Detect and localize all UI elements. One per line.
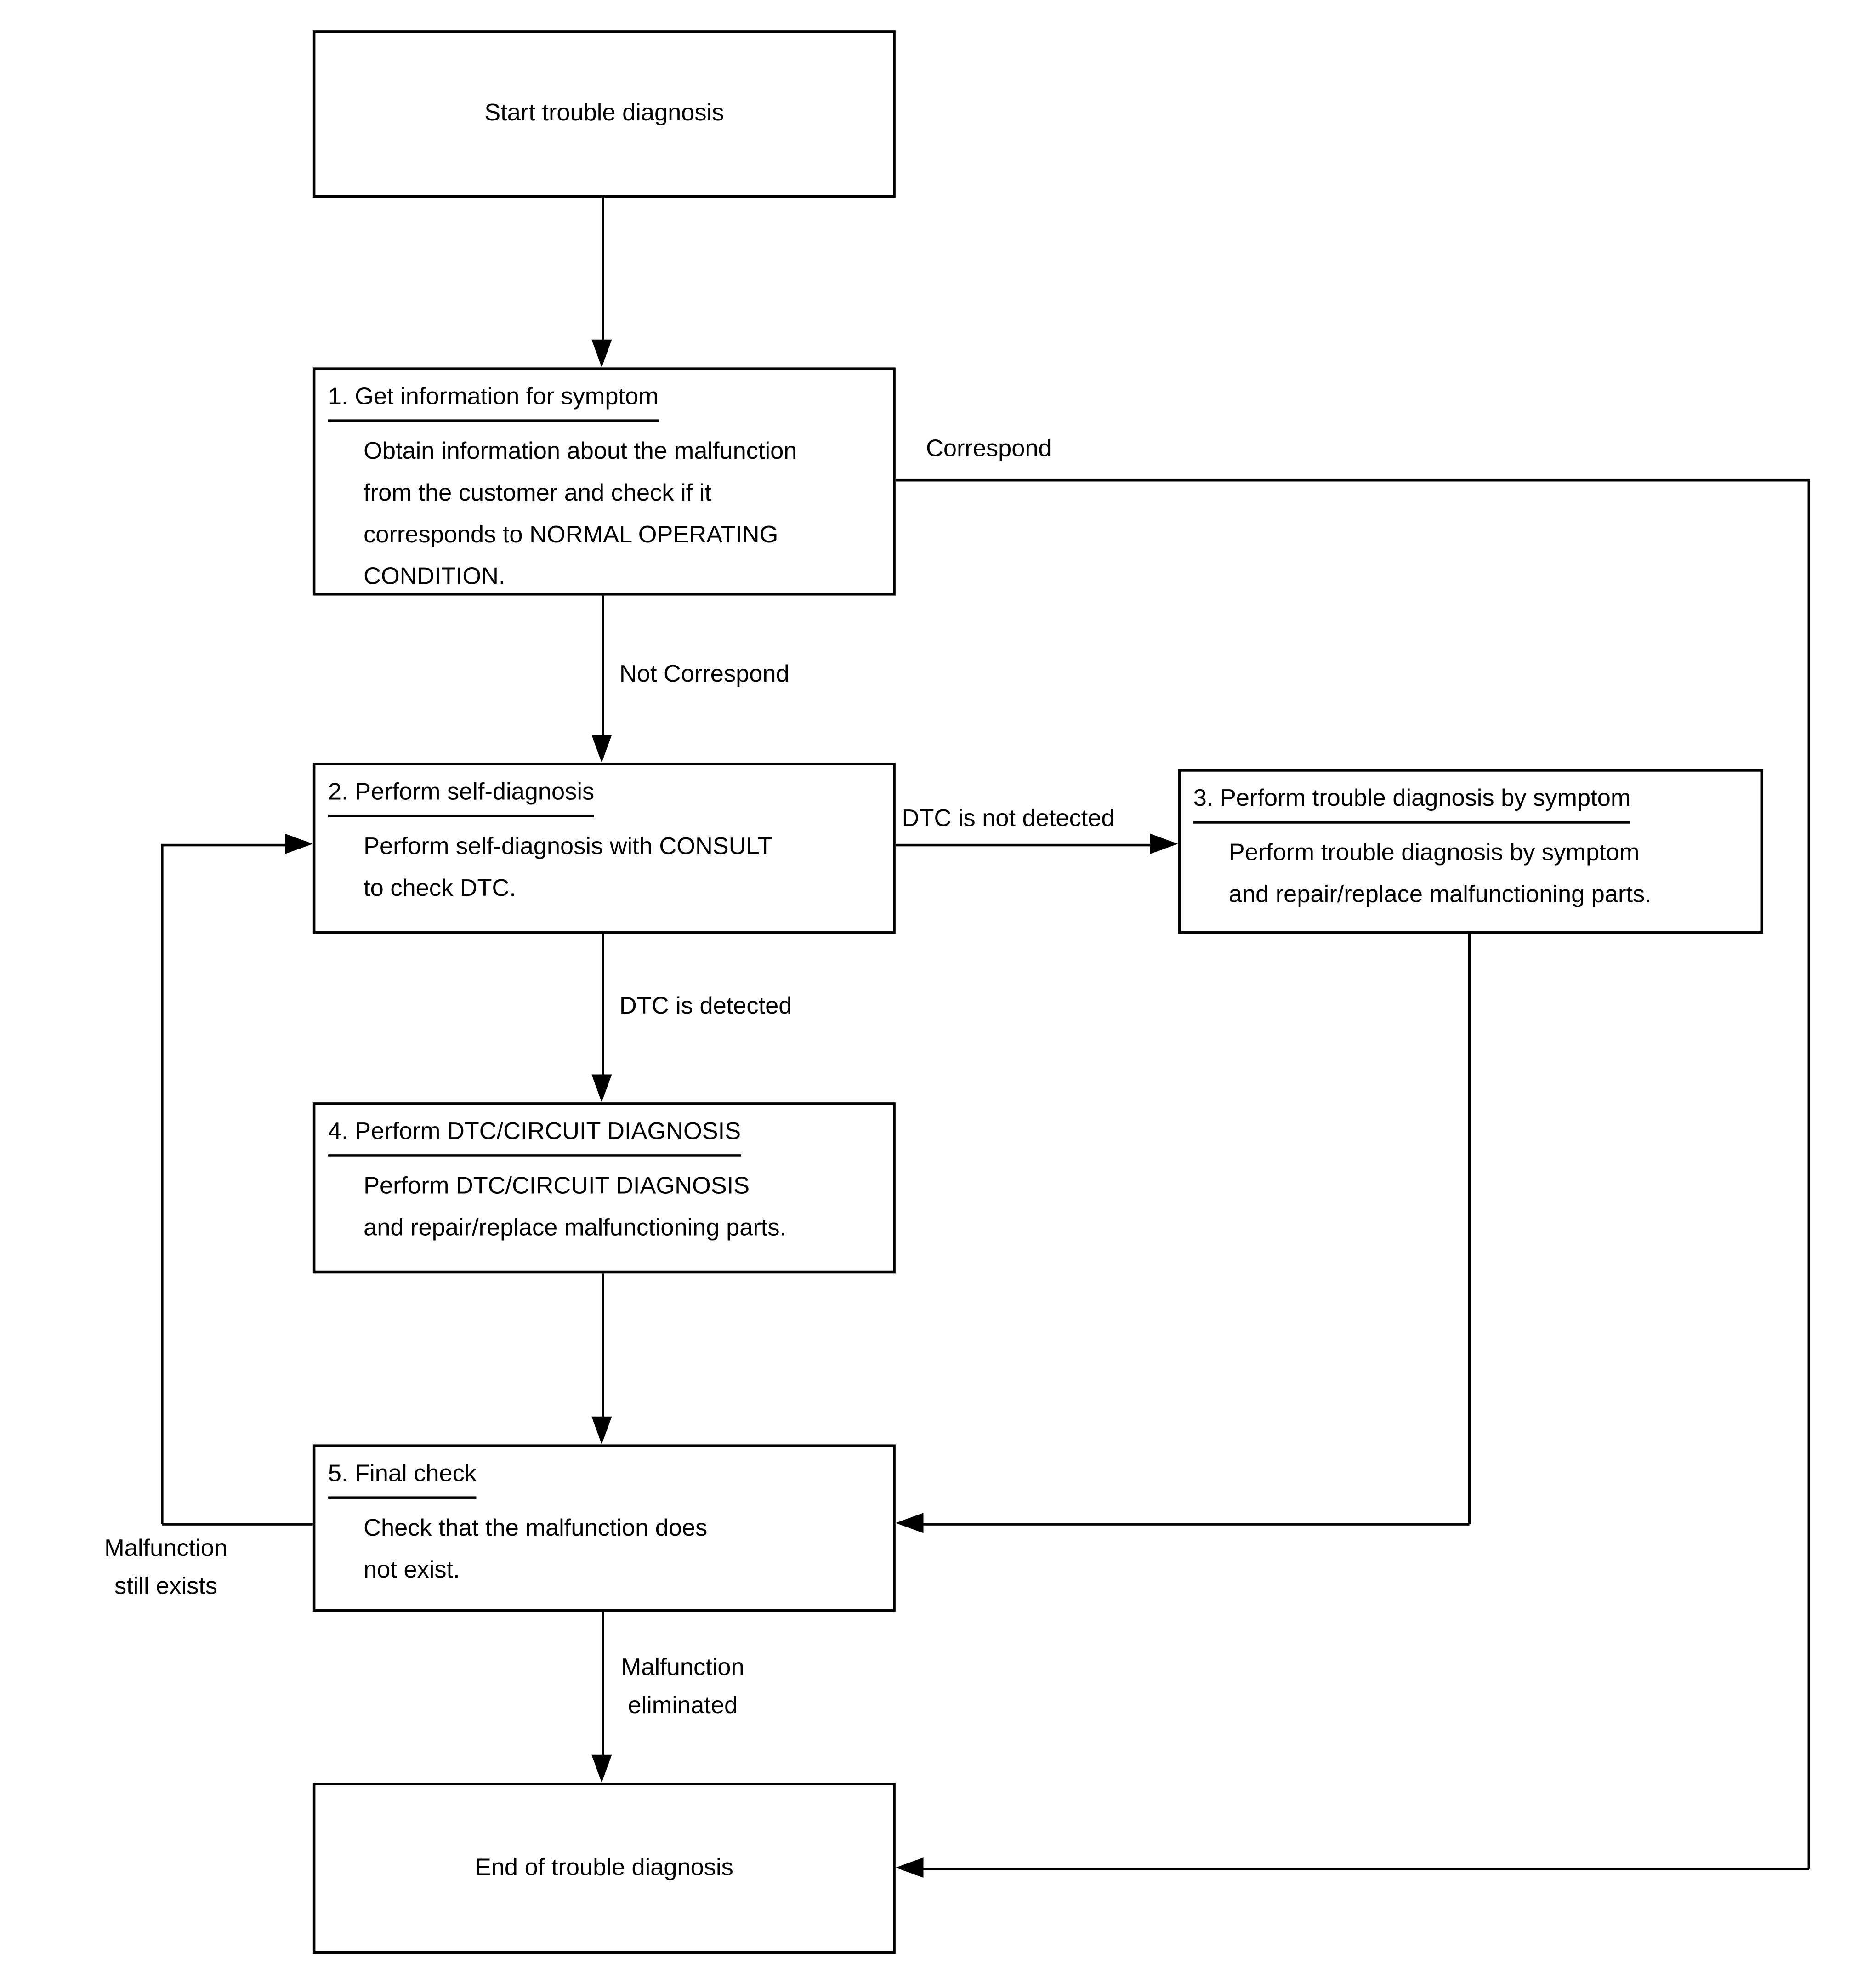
edge-step3-to-step5 <box>920 1523 1470 1525</box>
node-step5-heading: 5. Final check <box>328 1461 477 1499</box>
edge-label-dtc-detected: DTC is detected <box>619 993 792 1020</box>
edge-label-correspond: Correspond <box>926 436 1052 463</box>
node-step3-body: Perform trouble diagnosis by symptom and… <box>1228 840 1652 909</box>
edge-step2-to-step3 <box>895 843 1153 846</box>
arrowhead-down-end <box>591 1754 612 1783</box>
arrowhead-down-step2 <box>591 735 612 763</box>
node-step4-heading: 4. Perform DTC/CIRCUIT DIAGNOSIS <box>328 1119 741 1157</box>
edge-label-malfunction-eliminated: Malfunction eliminated <box>621 1654 744 1720</box>
edge-label-malfunction-still-exists: Malfunction still exists <box>104 1535 228 1601</box>
node-end: End of trouble diagnosis <box>312 1783 896 1954</box>
edge-label-dtc-not-detected: DTC is not detected <box>902 806 1115 833</box>
edge-correspond-horizontal <box>895 478 1809 481</box>
node-step2: 2. Perform self-diagnosis Perform self-d… <box>312 763 896 934</box>
node-start: Start trouble diagnosis <box>312 30 896 198</box>
node-step4: 4. Perform DTC/CIRCUIT DIAGNOSIS Perform… <box>312 1102 896 1274</box>
node-step3-heading: 3. Perform trouble diagnosis by symptom <box>1193 786 1631 824</box>
edge-start-to-step1 <box>602 198 604 342</box>
edge-feedback-bottom <box>162 1523 313 1525</box>
arrowhead-left-step5 <box>895 1513 924 1533</box>
node-step1-body: Obtain information about the malfunction… <box>363 438 797 591</box>
edge-correspond-to-end <box>920 1868 1809 1870</box>
node-step3: 3. Perform trouble diagnosis by symptom … <box>1178 769 1764 934</box>
edge-label-not-correspond: Not Correspond <box>619 661 789 688</box>
arrowhead-down-step5 <box>591 1416 612 1445</box>
edge-correspond-right-rail <box>1807 478 1810 1869</box>
node-start-label: Start trouble diagnosis <box>484 100 724 127</box>
node-step1: 1. Get information for symptom Obtain in… <box>312 367 896 596</box>
arrowhead-down-step1 <box>591 339 612 368</box>
edge-feedback-left-rail <box>161 843 163 1525</box>
node-step2-body: Perform self-diagnosis with CONSULT to c… <box>363 833 772 902</box>
node-step2-heading: 2. Perform self-diagnosis <box>328 779 595 817</box>
edge-step2-to-step4 <box>602 934 604 1077</box>
node-end-label: End of trouble diagnosis <box>475 1854 733 1881</box>
arrowhead-right-step3 <box>1150 833 1178 854</box>
arrowhead-down-step4 <box>591 1074 612 1103</box>
node-step5: 5. Final check Check that the malfunctio… <box>312 1444 896 1612</box>
node-step5-body: Check that the malfunction does not exis… <box>363 1515 708 1584</box>
edge-step4-to-step5 <box>602 1273 604 1419</box>
edge-step3-down <box>1468 934 1470 1525</box>
arrowhead-left-end <box>895 1857 924 1878</box>
edge-step5-to-end <box>602 1612 604 1758</box>
node-step4-body: Perform DTC/CIRCUIT DIAGNOSIS and repair… <box>363 1173 787 1242</box>
edge-feedback-top <box>162 843 288 846</box>
edge-step1-to-step2 <box>602 595 604 738</box>
arrowhead-right-step2 <box>285 833 313 854</box>
node-step1-heading: 1. Get information for symptom <box>328 384 659 422</box>
